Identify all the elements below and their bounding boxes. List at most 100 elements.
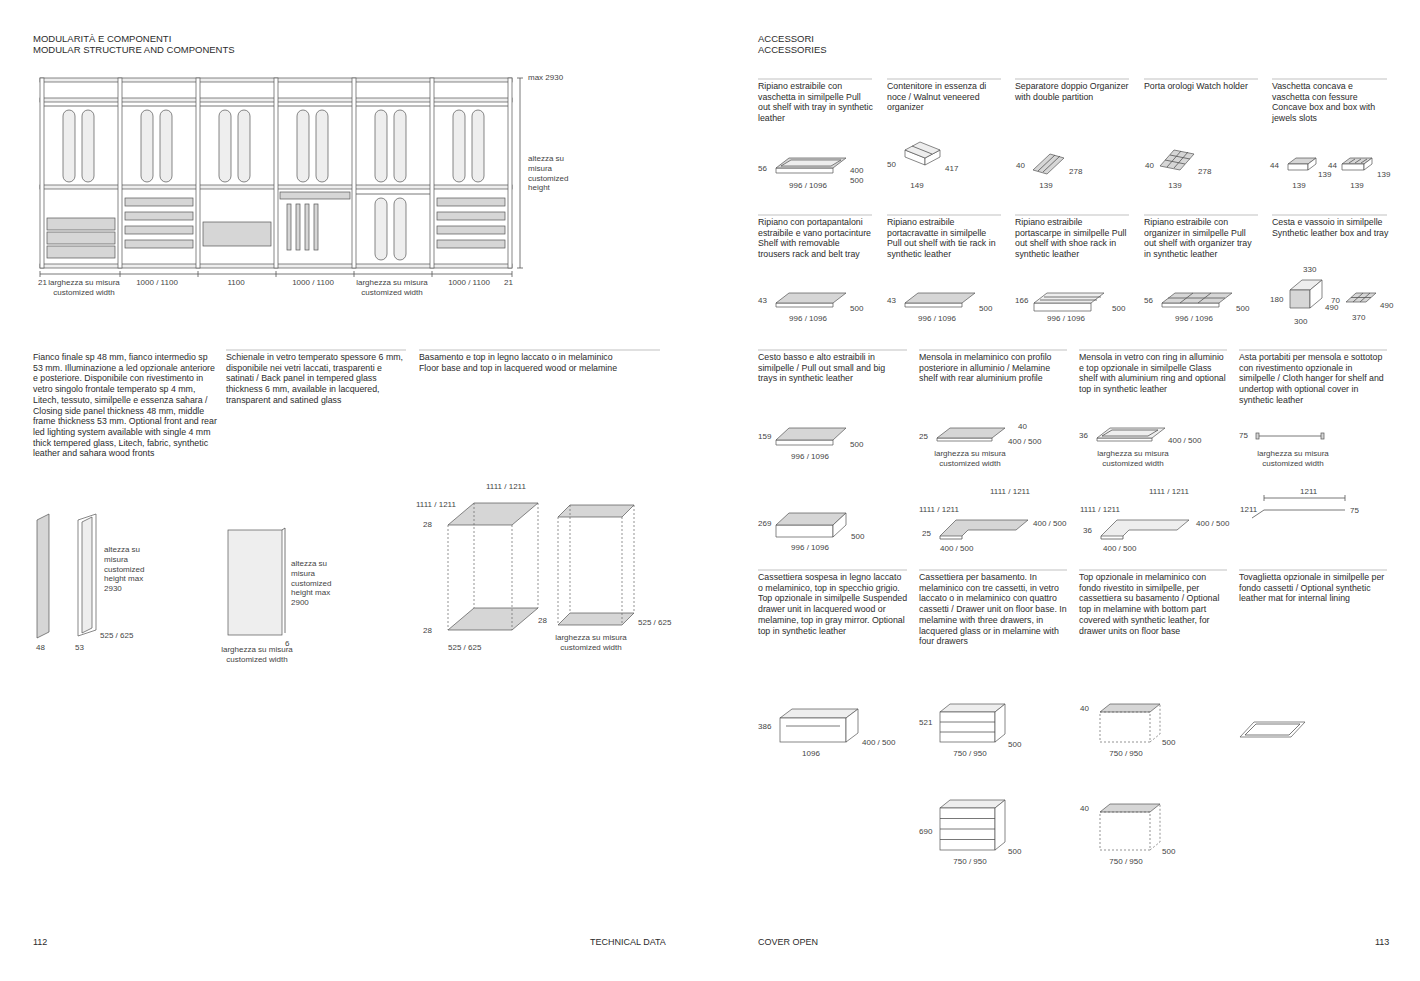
description-text: Ripiano estraibile portascarpe in similp… (1015, 217, 1130, 260)
dimension-label: 500 (850, 304, 863, 314)
dimension-label: 750 / 950 (1101, 749, 1151, 759)
dimension-label: 500 (1162, 738, 1175, 748)
description-text: Cassettiera per basamento. In melaminico… (919, 572, 1069, 647)
dimension-label: 1111 / 1211 (990, 487, 1030, 497)
dimension-label: 139 (1342, 181, 1372, 191)
dimension-label: 750 / 950 (1101, 857, 1151, 867)
dimension-label: 1111 / 1211 (416, 500, 456, 510)
description-text: Basamento e top in legno laccato o in me… (419, 352, 659, 363)
floor-base (448, 503, 634, 630)
dimension-label: 750 / 950 (945, 749, 995, 759)
dimension-label: 21 (504, 278, 513, 288)
dimension-label: 40 (1018, 422, 1027, 432)
page-footer: 112 (33, 937, 47, 948)
dimension-label: 500 (851, 532, 864, 542)
dimension-label: 28 (538, 616, 547, 626)
dimension-label: 1096 (791, 749, 831, 759)
description-text: Asta portabiti per mensola e sottotop co… (1239, 352, 1389, 406)
dimension-label: 1000 / 1100 (283, 278, 343, 288)
dimension-label: altezza su misura customized height (528, 154, 576, 193)
dimension-label: 500 (1162, 847, 1175, 857)
dimension-label: 28 (423, 626, 432, 636)
dimension-label: 525 / 625 (100, 631, 133, 641)
dimension-label: 43 (887, 296, 896, 306)
dimension-label: 370 (1352, 313, 1365, 323)
dimension-label: 56 (1144, 296, 1153, 306)
dimension-label: 386 (758, 722, 771, 732)
dimension-label: larghezza su misura customized width (1253, 449, 1333, 469)
dimension-label: 40 (1080, 804, 1089, 814)
section-heading: MODULAR STRUCTURE AND COMPONENTS (33, 44, 235, 56)
description-text: Cassettiera sospesa in legno laccato o m… (758, 572, 908, 636)
dimension-label: 40 (1016, 161, 1025, 171)
dimension-label: altezza su misura customized height max … (104, 545, 154, 594)
dimension-label: 25 (919, 432, 928, 442)
dimension-label: 159 (758, 432, 771, 442)
description-text: Ripiano estraibile con vaschetta in simi… (758, 81, 873, 124)
dimension-label: max 2930 (528, 73, 563, 83)
dimension-label: 490 (1380, 301, 1393, 311)
description-text: Ripiano estraibile con organizer in simi… (1144, 217, 1259, 260)
dimension-label: 996 / 1096 (778, 181, 838, 191)
description-text: Ripiano con portapantaloni estraibile e … (758, 217, 873, 260)
dimension-label: 28 (423, 520, 432, 530)
description-text: Floor base and top in lacquered wood or … (419, 363, 659, 374)
dimension-label: 139 (1318, 170, 1331, 180)
dimension-label: 75 (1239, 431, 1248, 441)
dimension-label: 139 (1031, 181, 1061, 191)
dimension-label: 43 (758, 296, 767, 306)
page-footer: COVER OPEN (758, 937, 818, 948)
dimension-label: 521 (919, 718, 932, 728)
dimension-label: 400 / 500 (1196, 519, 1229, 529)
section-heading: MODULARITÀ E COMPONENTI (33, 33, 171, 45)
dimension-label: larghezza su misura customized width (44, 278, 124, 298)
dimension-label: 996 / 1096 (1164, 314, 1224, 324)
dimension-label: 1111 / 1211 (1149, 487, 1189, 497)
dimension-label: 36 (1083, 526, 1092, 536)
dimension-label: 139 (1160, 181, 1190, 191)
description-text: Fianco finale sp 48 mm, fianco intermedi… (33, 352, 219, 459)
dimension-label: 400 / 500 (1008, 437, 1041, 447)
dimension-label: 40 (1080, 704, 1089, 714)
dimension-label: 400 500 (850, 166, 866, 186)
dimension-label: 525 / 625 (448, 643, 481, 653)
dimension-label: 500 (1112, 304, 1125, 314)
dimension-label: 417 (945, 164, 958, 174)
dimension-label: 750 / 950 (945, 857, 995, 867)
dimension-label: 400 / 500 (862, 738, 895, 748)
dimension-label: 690 (919, 827, 932, 837)
dimension-label: 500 (1008, 847, 1021, 857)
dimension-label: 996 / 1096 (780, 543, 840, 553)
description-text: Contenitore in essenza di noce / Walnut … (887, 81, 1002, 113)
dimension-label: 269 (758, 519, 771, 529)
dimension-label: 500 (850, 440, 863, 450)
dimension-label: 1111 / 1211 (486, 482, 526, 492)
dimension-label: 996 / 1096 (780, 452, 840, 462)
dimension-label: 1111 / 1211 (919, 505, 959, 515)
dimension-label: 21 (38, 278, 47, 288)
dimension-label: 500 (979, 304, 992, 314)
dimension-label: 139 (1284, 181, 1314, 191)
dimension-label: larghezza su misura customized width (930, 449, 1010, 469)
dimension-label: 278 (1198, 167, 1211, 177)
wardrobe-elevation (40, 78, 523, 277)
section-heading: ACCESSORIES (758, 44, 827, 56)
dimension-label: 48 (36, 643, 45, 653)
dimension-label: 1100 (216, 278, 256, 288)
dimension-label: 180 (1270, 295, 1283, 305)
dimension-label: 996 / 1096 (1036, 314, 1096, 324)
dimension-label: 400 / 500 (1168, 436, 1201, 446)
dimension-label: 300 (1294, 317, 1307, 327)
dimension-label: 996 / 1096 (907, 314, 967, 324)
dimension-label: larghezza su misura customized width (551, 633, 631, 653)
description-text: Tovaglietta opzionale in similpelle per … (1239, 572, 1389, 604)
description-text: Schienale in vetro temperato spessore 6 … (226, 352, 408, 406)
dimension-label: 996 / 1096 (778, 314, 838, 324)
dimension-label: 1000 / 1100 (127, 278, 187, 288)
dimension-label: 70 (1331, 296, 1340, 306)
dimension-label: larghezza su misura customized width (217, 645, 297, 665)
dimension-label: 40 (1145, 161, 1154, 171)
dimension-label: 75 (1350, 506, 1359, 516)
description-text: Ripiano estraibile portacravatte in simi… (887, 217, 1002, 260)
